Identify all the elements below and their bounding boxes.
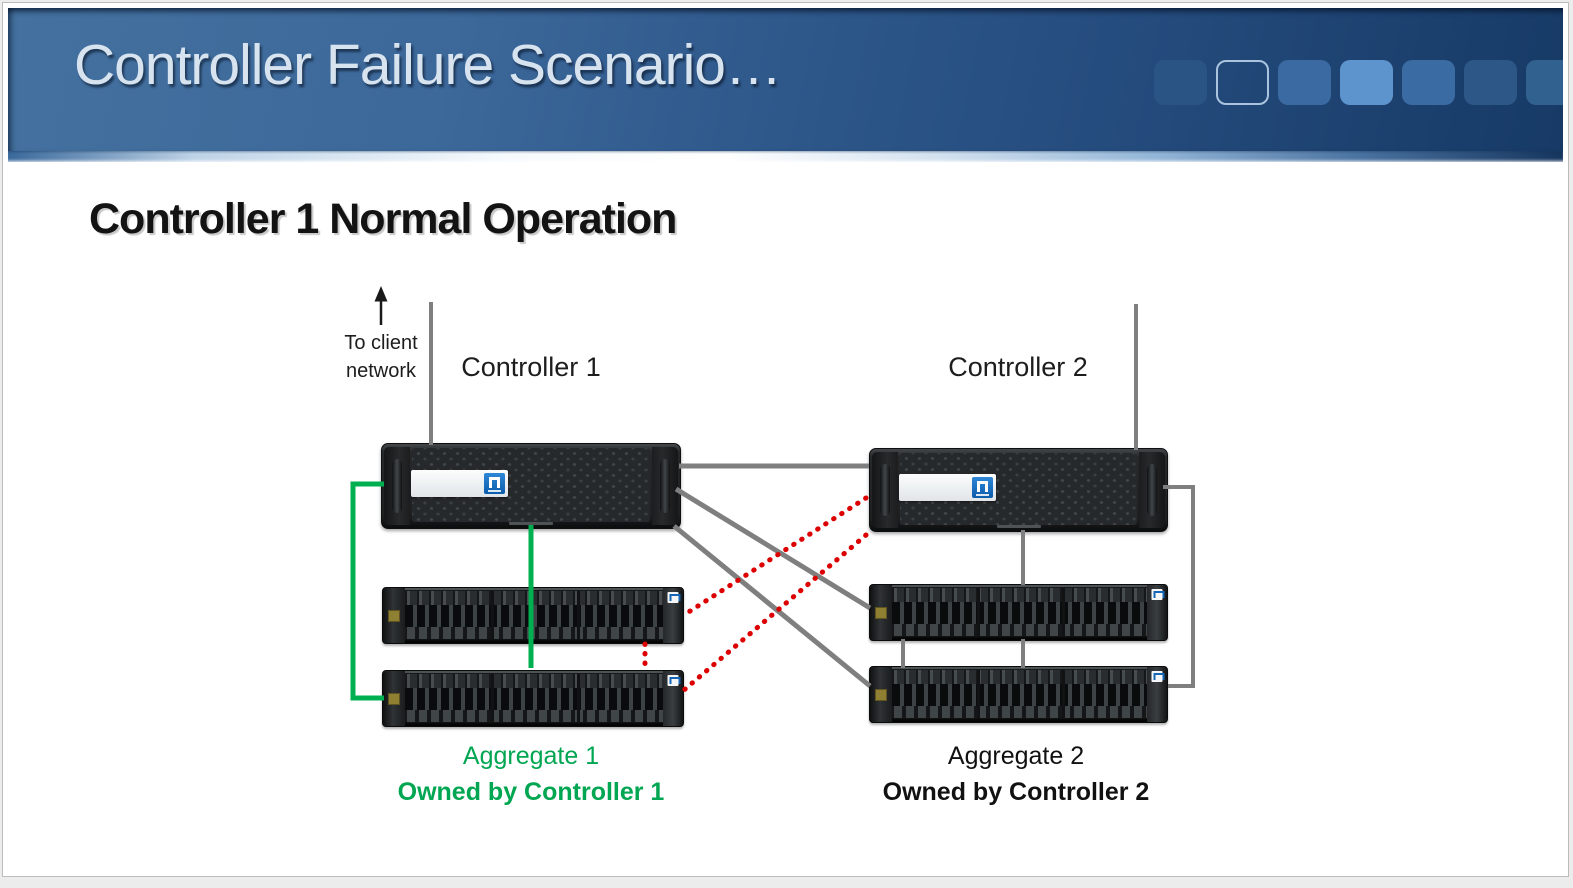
- header-decor-square: [1154, 60, 1207, 105]
- controller-2-label: Controller 2: [948, 352, 1088, 382]
- aggregate-2-label: Aggregate 2 Owned by Controller 2: [865, 739, 1167, 810]
- shelf-id-chip: [388, 609, 400, 622]
- controller-1-label: Controller 1: [461, 352, 601, 382]
- disk-shelf-aggregate1-bottom: [382, 670, 684, 727]
- shelf-id-chip: [875, 606, 887, 619]
- shelf-id-chip: [875, 688, 887, 701]
- drive-slots: [892, 588, 1147, 636]
- header-decor-square: [1216, 60, 1269, 105]
- client-arrow-head: [374, 286, 388, 302]
- aggregate-1-label: Aggregate 1 Owned by Controller 1: [380, 739, 682, 810]
- controller1-to-aggregate2-bottom-link: [672, 524, 872, 688]
- disk-shelf-aggregate1-top: [382, 587, 684, 644]
- controller-2-image: [869, 448, 1168, 532]
- header-decor-square: [1402, 60, 1455, 105]
- page-title: Controller 1 Normal Operation: [89, 195, 677, 243]
- header-band: Controller Failure Scenario…: [8, 8, 1563, 151]
- controller-handle-right: [652, 447, 678, 525]
- disk-shelf-aggregate2-bottom: [869, 666, 1168, 723]
- client-network-label-line1: To client: [344, 332, 418, 354]
- netapp-logo-chip: [667, 675, 681, 686]
- netapp-logo-chip: [1151, 671, 1165, 682]
- header-decor-square: [1278, 60, 1331, 105]
- netapp-logo-chip: [667, 592, 681, 603]
- header-decor-squares: [1154, 60, 1563, 105]
- shelf-endcap-right: [663, 588, 683, 643]
- controller1-to-aggregate2-top-link: [674, 486, 872, 611]
- shelf-endcap-left: [870, 585, 892, 640]
- shelf-endcap-left: [383, 671, 405, 726]
- controller-mesh-bezel: [412, 448, 650, 522]
- disk-shelf-aggregate2-top: [869, 584, 1168, 641]
- shelf-endcap-left: [870, 667, 892, 722]
- aggregate-1-owner: Owned by Controller 1: [397, 777, 665, 806]
- shelf-endcap-left: [383, 588, 405, 643]
- drive-slots: [405, 591, 663, 639]
- shelf-endcap-right: [663, 671, 683, 726]
- controller-handle-left: [384, 447, 410, 525]
- client-network-label: To client network: [333, 330, 429, 385]
- drive-slots: [405, 674, 663, 722]
- aggregate-2-owner: Owned by Controller 2: [882, 777, 1150, 806]
- controller-model-text: [996, 525, 1041, 528]
- drive-slots: [892, 670, 1147, 718]
- controller2-to-aggregate1-top-standby-link: [681, 495, 869, 618]
- controller2-to-aggregate1-bottom-standby-link: [681, 532, 869, 693]
- aggregate-1-title: Aggregate 1: [462, 742, 600, 770]
- controller-handle-left: [872, 452, 898, 528]
- client-network-label-line2: network: [345, 359, 417, 382]
- header-decor-square: [1464, 60, 1517, 105]
- slide-header: Controller Failure Scenario…: [8, 8, 1563, 162]
- shelf-id-chip: [388, 692, 400, 705]
- netapp-logo-icon: [484, 473, 505, 494]
- header-decor-square: [1340, 60, 1393, 105]
- shelf-endcap-right: [1147, 585, 1167, 640]
- header-decor-square: [1526, 60, 1563, 105]
- controller-handle-right: [1139, 452, 1165, 528]
- shelf-endcap-right: [1147, 667, 1167, 722]
- aggregate-2-title: Aggregate 2: [947, 742, 1085, 770]
- controller-1-image: [381, 443, 681, 529]
- controller-name-plate: [411, 470, 508, 497]
- netapp-logo-chip: [1151, 589, 1165, 600]
- controller-model-text: [509, 522, 553, 525]
- controller1-left-loop-link-green: [350, 481, 384, 701]
- header-highlight-strip: [8, 151, 1563, 162]
- slide-title: Controller Failure Scenario…: [74, 33, 782, 97]
- netapp-logo-icon: [972, 477, 993, 498]
- controller-name-plate: [899, 474, 996, 501]
